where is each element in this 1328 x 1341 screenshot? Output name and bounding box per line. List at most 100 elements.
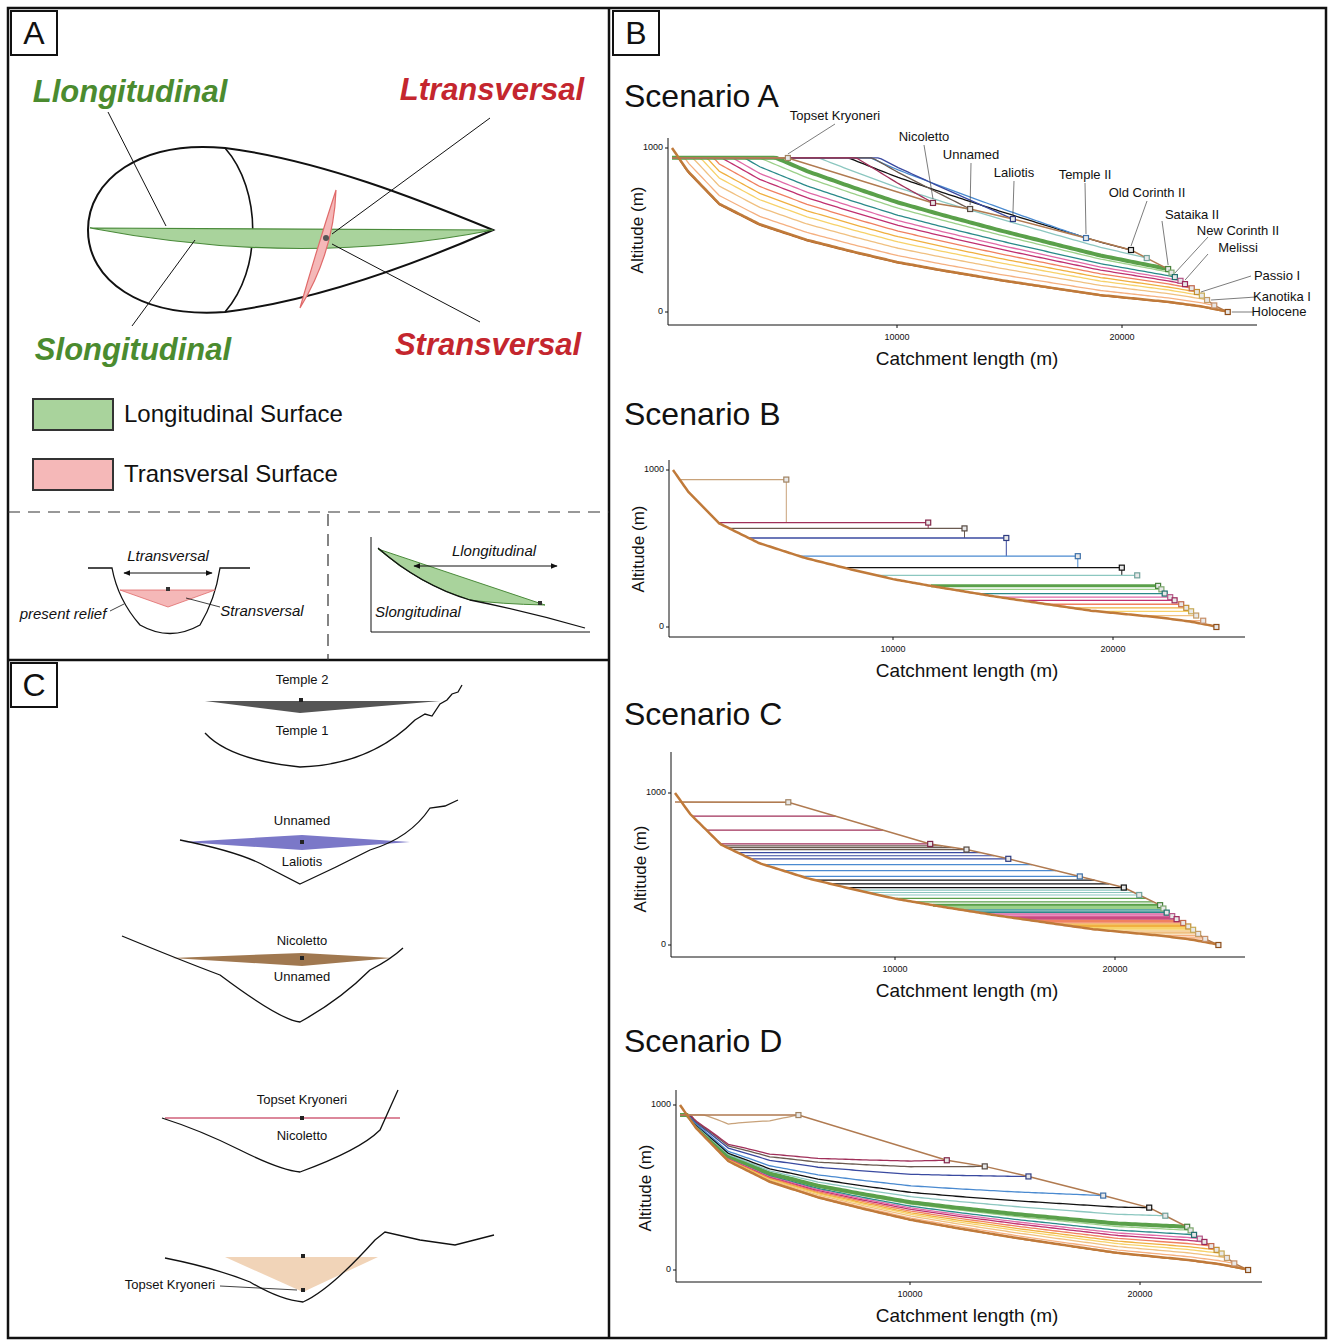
terrace-marker	[784, 477, 789, 482]
terrace-line	[728, 847, 955, 848]
terrace-line	[730, 528, 965, 529]
terrace-line	[953, 908, 1163, 909]
terrace-line	[672, 158, 1147, 258]
terrace-dot	[301, 1288, 305, 1292]
leader-line	[924, 145, 933, 199]
axis-title: Catchment length (m)	[876, 661, 1059, 682]
intersection-dot	[323, 235, 329, 241]
terrace-marker	[786, 800, 791, 805]
terrace-name: Sataika II	[1165, 208, 1219, 222]
terrace-name: Melissi	[1218, 241, 1258, 255]
terrace-line	[786, 480, 787, 523]
terrace-line	[1021, 600, 1175, 601]
terrace-marker	[1084, 236, 1089, 241]
terrace-name: Nicoletto	[899, 130, 950, 144]
terrace-marker	[931, 200, 936, 205]
panel-frame	[8, 8, 1326, 1338]
legend-swatch	[32, 458, 114, 491]
terrace-marker	[1196, 931, 1201, 936]
terrace-marker	[1004, 535, 1009, 540]
terrace-marker	[1214, 625, 1219, 630]
axis-tick	[1115, 957, 1116, 960]
terrace-marker	[785, 156, 790, 161]
leader-line	[1175, 237, 1208, 273]
terrace-line	[831, 883, 1109, 884]
section-label: Temple 2	[276, 673, 329, 687]
tick-label: 1000	[644, 465, 664, 475]
terrace-dot	[538, 601, 542, 605]
scenario-title: Scenario D	[624, 1024, 782, 1059]
scenario-title: Scenario A	[624, 79, 779, 114]
terrace-line	[724, 845, 942, 846]
panel-letter: B	[612, 10, 660, 56]
terrace-name: New Corinth II	[1197, 224, 1279, 238]
catchment-outline	[88, 147, 493, 313]
terrace-marker	[1174, 917, 1179, 922]
leader-line	[970, 163, 972, 205]
terrace-line	[672, 158, 1086, 238]
tick-label: 10000	[882, 965, 907, 975]
terrace-line	[721, 843, 931, 844]
terrace-marker	[982, 1164, 987, 1169]
terrace-line	[680, 1115, 1165, 1216]
legend-swatch	[32, 398, 114, 431]
terrace-line	[846, 887, 1124, 888]
terrace-line	[1047, 604, 1181, 605]
terrace-name: Holocene	[1252, 305, 1307, 319]
surface-label: Stransversal	[395, 328, 581, 362]
terrace-marker	[962, 526, 967, 531]
terrace-marker	[796, 1113, 801, 1118]
leader-line	[332, 118, 490, 234]
sketch-label: Ltransversal	[127, 548, 209, 565]
scenario-title: Scenario C	[624, 697, 782, 732]
axis-title: Catchment length (m)	[876, 349, 1059, 370]
terrace-name: Unnamed	[943, 148, 999, 162]
terrace-line	[680, 479, 786, 480]
terrace-marker	[1137, 892, 1142, 897]
transversal-surface	[300, 190, 336, 308]
terrace-marker	[1203, 936, 1208, 941]
axis-tick	[1113, 637, 1114, 640]
terrace-marker	[1163, 1213, 1168, 1218]
terrace-marker	[1147, 1205, 1152, 1210]
terrace-line	[672, 158, 1131, 250]
terrace-line	[680, 1115, 798, 1124]
valley-profile	[205, 685, 462, 767]
terrace-marker	[926, 520, 931, 525]
terrace-marker	[1194, 613, 1199, 618]
section-label: Unnamed	[274, 970, 330, 984]
terrace-line	[680, 1115, 1222, 1254]
terrace-name: Old Corinth II	[1109, 186, 1186, 200]
panel-letter-text: A	[23, 17, 44, 49]
terrace-marker	[1172, 275, 1177, 280]
terrace-marker	[964, 847, 969, 852]
terrace-line	[672, 158, 1197, 292]
terrace-line	[672, 158, 1172, 273]
terrace-dot	[300, 956, 304, 960]
terrace-line	[951, 589, 1161, 590]
terrace-line	[894, 898, 1146, 899]
terrace-line	[877, 575, 1137, 576]
terrace-marker	[1121, 885, 1126, 890]
terrace-marker	[1209, 1244, 1214, 1249]
axis-tick	[895, 957, 896, 960]
sketch-frame	[371, 537, 590, 632]
terrace-line	[962, 909, 1164, 910]
axis-tick	[910, 1282, 911, 1285]
leader-line	[132, 240, 195, 326]
terrace-line	[816, 880, 1095, 881]
terrace-line	[931, 584, 1158, 587]
terrace-marker	[1202, 1239, 1207, 1244]
tick-label: 0	[659, 622, 664, 632]
panel-divider	[8, 659, 609, 662]
terrace-marker	[1246, 1268, 1251, 1273]
terrace-line	[1072, 607, 1187, 608]
chart-axis	[676, 1090, 1262, 1282]
axis-tick	[1140, 1282, 1141, 1285]
tick-label: 10000	[884, 333, 909, 343]
axis-title: Altitude (m)	[632, 826, 651, 913]
terrace-marker	[968, 207, 973, 212]
terrace-marker	[928, 841, 933, 846]
terrace-marker	[1144, 256, 1149, 261]
